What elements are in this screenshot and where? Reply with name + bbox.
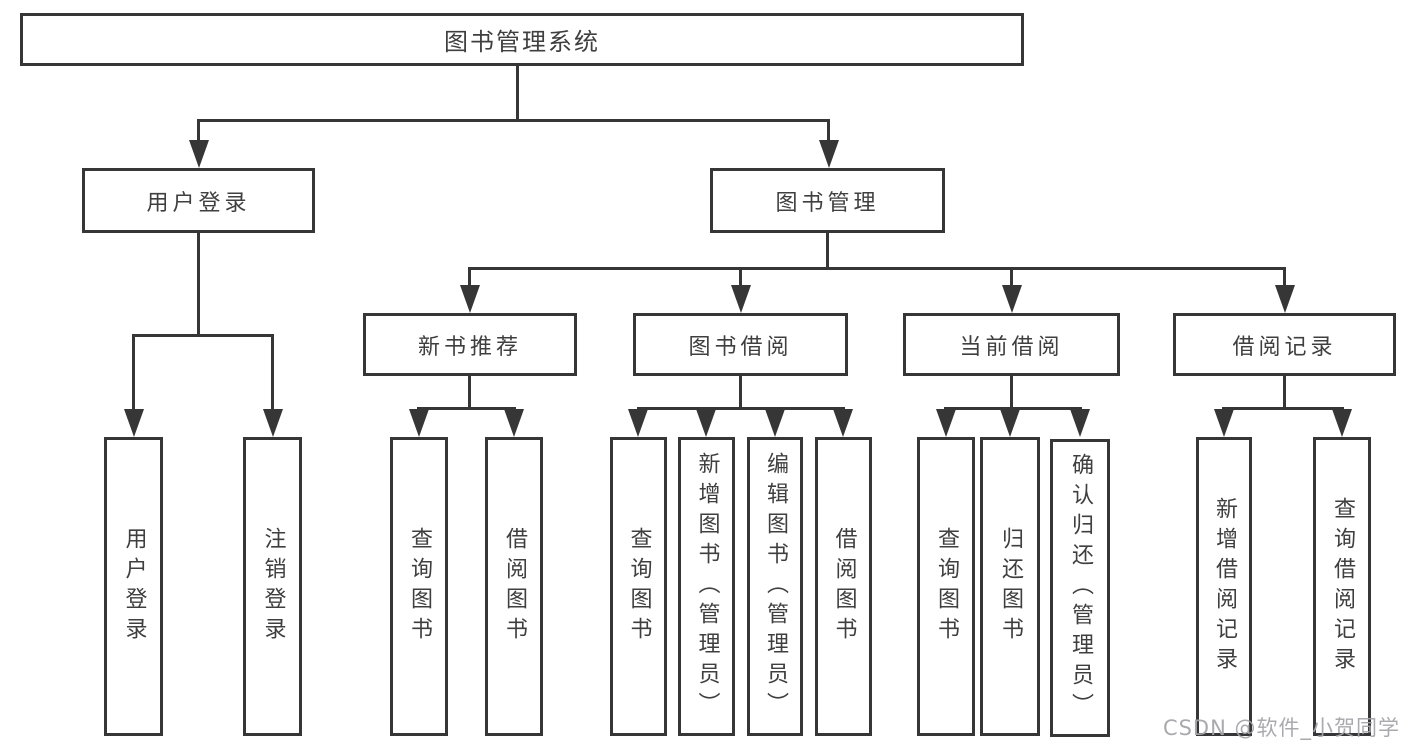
connector-line <box>1283 376 1286 409</box>
node-current-borrow-label: 当前借阅 <box>959 334 1064 360</box>
arrow-down-icon <box>1214 409 1234 437</box>
arrow-down-icon <box>1332 409 1352 437</box>
leaf-query-borrow-record: 查询借阅记录 <box>1313 437 1371 736</box>
leaf-add-borrow-record-label: 新增借阅记录 <box>1212 496 1237 677</box>
connector-line <box>197 119 200 145</box>
arrow-down-icon <box>1000 409 1020 437</box>
connector-line <box>197 119 830 122</box>
node-user-login-label: 用户登录 <box>146 190 251 216</box>
leaf-query-books-borrow-label: 查询图书 <box>626 526 652 647</box>
node-borrow-records: 借阅记录 <box>1173 313 1396 376</box>
node-user-login: 用户登录 <box>82 168 315 233</box>
node-root-label: 图书管理系统 <box>444 28 600 56</box>
connector-line <box>1222 407 1344 410</box>
arrow-down-icon <box>819 140 839 168</box>
arrow-down-icon <box>263 409 283 437</box>
leaf-edit-book-admin-label: 编辑图书（管理员） <box>763 451 788 722</box>
leaf-query-books-current-label: 查询图书 <box>934 526 959 647</box>
arrow-down-icon <box>628 409 648 437</box>
connector-line <box>132 334 135 414</box>
node-new-books: 新书推荐 <box>363 313 577 376</box>
arrow-down-icon <box>833 409 853 437</box>
connector-line <box>516 66 519 119</box>
node-borrow-records-label: 借阅记录 <box>1232 334 1337 360</box>
node-current-borrow: 当前借阅 <box>903 313 1120 376</box>
arrow-down-icon <box>696 409 716 437</box>
leaf-user-login-label: 用户登录 <box>121 526 147 647</box>
leaf-borrow-books-newbooks-label: 借阅图书 <box>502 526 527 647</box>
connector-line <box>739 267 742 290</box>
leaf-confirm-return-admin: 确认归还（管理员） <box>1050 439 1110 737</box>
connector-line <box>1010 376 1013 409</box>
arrow-down-icon <box>1275 285 1295 313</box>
connector-line <box>739 376 742 409</box>
arrow-down-icon <box>504 409 524 437</box>
connector-line <box>468 267 1285 270</box>
leaf-add-borrow-record: 新增借阅记录 <box>1196 437 1252 736</box>
leaf-borrow-books-borrow: 借阅图书 <box>815 437 872 736</box>
connector-line <box>132 334 274 337</box>
connector-line <box>637 407 845 410</box>
arrow-down-icon <box>189 140 209 168</box>
connector-line <box>417 407 516 410</box>
leaf-borrow-books-newbooks: 借阅图书 <box>485 437 543 736</box>
connector-line <box>826 232 829 268</box>
connector-line <box>944 407 1082 410</box>
leaf-query-books-newbooks: 查询图书 <box>390 437 448 736</box>
leaf-return-book: 归还图书 <box>980 437 1040 736</box>
arrow-down-icon <box>124 409 144 437</box>
arrow-down-icon <box>936 409 956 437</box>
arrow-down-icon <box>460 285 480 313</box>
watermark: CSDN @软件_小贺同学 <box>1162 716 1400 740</box>
leaf-query-books-current: 查询图书 <box>917 437 975 736</box>
leaf-logout-label: 注销登录 <box>260 526 286 647</box>
leaf-add-book-admin: 新增图书（管理员） <box>678 437 735 736</box>
connector-line <box>197 232 200 335</box>
node-book-management-label: 图书管理 <box>775 190 880 216</box>
arrow-down-icon <box>765 409 785 437</box>
connector-line <box>827 119 830 145</box>
node-root: 图书管理系统 <box>20 13 1024 66</box>
arrow-down-icon <box>409 409 429 437</box>
connector-line <box>271 334 274 414</box>
connector-line <box>468 267 471 290</box>
leaf-confirm-return-admin-label: 确认归还（管理员） <box>1068 453 1093 723</box>
leaf-query-borrow-record-label: 查询借阅记录 <box>1330 496 1355 677</box>
leaf-query-books-newbooks-label: 查询图书 <box>407 526 432 647</box>
leaf-borrow-books-borrow-label: 借阅图书 <box>831 526 857 647</box>
node-new-books-label: 新书推荐 <box>417 334 522 360</box>
connector-line <box>1283 267 1286 290</box>
node-book-borrow-label: 图书借阅 <box>688 334 793 360</box>
node-book-management: 图书管理 <box>710 168 945 233</box>
node-book-borrow: 图书借阅 <box>633 313 848 376</box>
leaf-user-login: 用户登录 <box>104 437 163 736</box>
connector-line <box>1010 267 1013 290</box>
leaf-logout: 注销登录 <box>243 437 302 736</box>
leaf-edit-book-admin: 编辑图书（管理员） <box>747 437 803 736</box>
arrow-down-icon <box>731 285 751 313</box>
leaf-add-book-admin-label: 新增图书（管理员） <box>694 451 720 722</box>
arrow-down-icon <box>1002 285 1022 313</box>
arrow-down-icon <box>1070 409 1090 437</box>
leaf-query-books-borrow: 查询图书 <box>610 437 667 736</box>
leaf-return-book-label: 归还图书 <box>998 526 1023 647</box>
connector-line <box>468 376 471 409</box>
